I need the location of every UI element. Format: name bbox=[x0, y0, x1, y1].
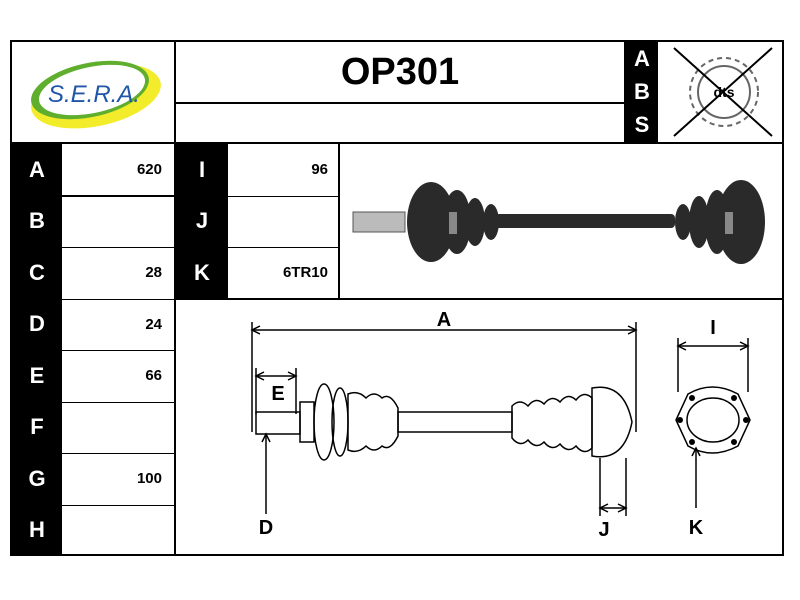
dimension-diagram: A E D J I K bbox=[180, 302, 780, 552]
svg-text:J: J bbox=[598, 519, 609, 541]
spec-label-i: I bbox=[176, 144, 228, 196]
row-divider bbox=[62, 401, 174, 403]
row-divider bbox=[228, 195, 338, 197]
spec-label-g: G bbox=[12, 453, 62, 505]
row-divider bbox=[62, 453, 174, 454]
spec-label-h: H bbox=[12, 504, 62, 556]
part-number: OP301 bbox=[340, 50, 460, 93]
spec-label-k: K bbox=[176, 247, 228, 299]
divider bbox=[10, 142, 784, 144]
row-divider bbox=[62, 298, 174, 300]
divider bbox=[176, 298, 784, 300]
svg-text:dts: dts bbox=[714, 84, 735, 100]
abs-letter-a: A bbox=[626, 42, 658, 75]
abs-sensor-crossed-icon: dts bbox=[660, 42, 782, 142]
abs-letter-s: S bbox=[626, 108, 658, 142]
spec-value-b bbox=[62, 196, 162, 248]
spec-value-j bbox=[228, 196, 328, 248]
spec-value-h bbox=[62, 505, 162, 557]
spec-value-c: 28 bbox=[145, 264, 162, 282]
spec-value-a: 620 bbox=[136, 161, 162, 179]
divider bbox=[174, 40, 176, 142]
spec-value-e: 66 bbox=[145, 367, 162, 385]
spec-value-i: 96 bbox=[311, 161, 328, 179]
divider bbox=[624, 40, 626, 142]
spec-value-d: 24 bbox=[145, 315, 162, 333]
spec-value-k: 6TR10 bbox=[282, 264, 328, 282]
spec-value-f bbox=[62, 402, 162, 454]
svg-text:K: K bbox=[689, 517, 704, 539]
svg-text:I: I bbox=[710, 317, 716, 339]
divider bbox=[174, 142, 176, 556]
row-divider bbox=[62, 195, 174, 197]
spec-label-a: A bbox=[12, 144, 62, 196]
svg-text:E: E bbox=[271, 383, 284, 405]
row-divider bbox=[62, 350, 174, 351]
row-divider bbox=[62, 247, 174, 248]
svg-text:S.E.R.A.: S.E.R.A. bbox=[48, 81, 140, 108]
spec-label-c: C bbox=[12, 247, 62, 299]
drive-shaft-photo bbox=[345, 148, 777, 294]
spec-label-j: J bbox=[176, 195, 228, 247]
divider bbox=[174, 102, 624, 104]
row-divider bbox=[228, 247, 338, 248]
divider bbox=[338, 142, 340, 298]
sera-logo: S.E.R.A. bbox=[20, 44, 170, 138]
spec-label-d: D bbox=[12, 298, 62, 350]
spec-label-b: B bbox=[12, 195, 62, 247]
svg-text:D: D bbox=[259, 517, 273, 539]
spec-label-e: E bbox=[12, 350, 62, 402]
spec-label-f: F bbox=[12, 401, 62, 453]
svg-text:A: A bbox=[437, 309, 451, 331]
abs-letter-b: B bbox=[626, 75, 658, 108]
row-divider bbox=[62, 504, 174, 506]
spec-value-g: 100 bbox=[136, 470, 162, 488]
